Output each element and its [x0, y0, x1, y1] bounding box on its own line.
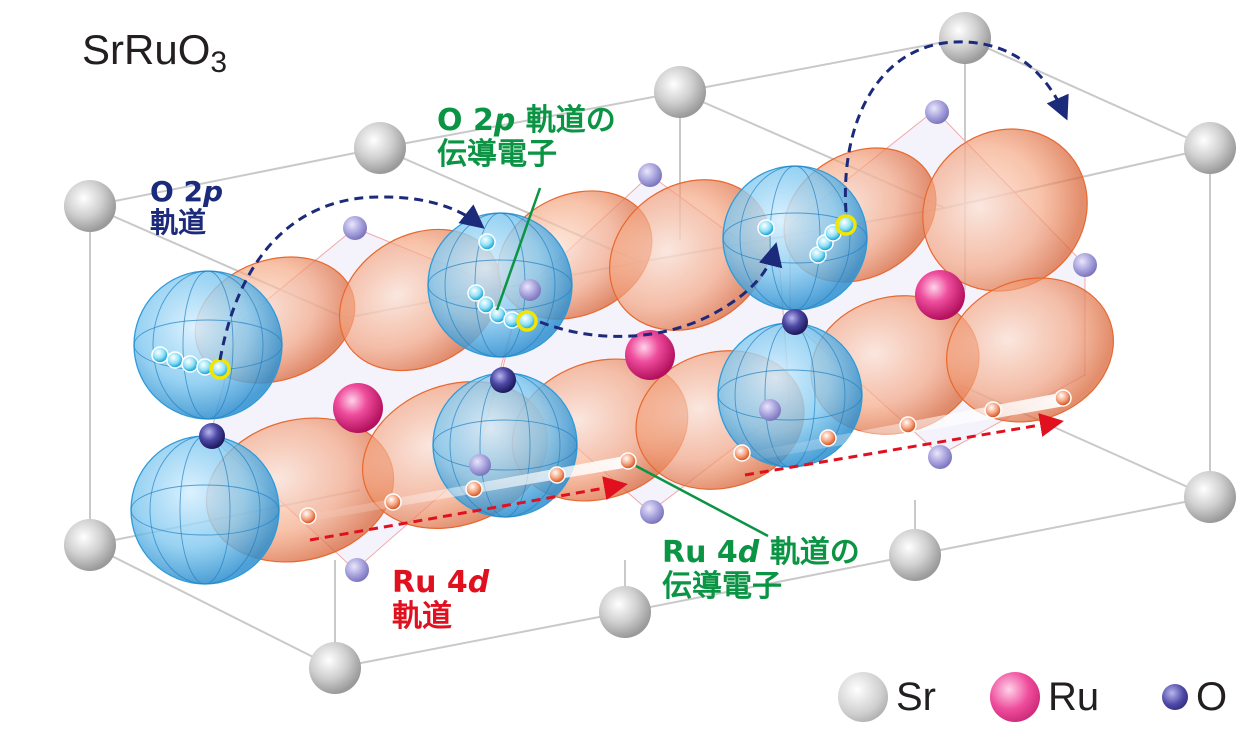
ru4d-orbital-label: Ru 4d 軌道: [392, 566, 489, 633]
sr-atoms: [64, 12, 1236, 694]
o2p-electron-label: O 2p 軌道の 伝導電子: [437, 104, 616, 171]
o-atom-icon: [519, 279, 541, 301]
electron-icon: [835, 214, 857, 236]
sr-atom-icon: [1184, 471, 1236, 523]
legend-o-label: O: [1196, 674, 1228, 719]
o2p-orbital-label-p: p: [203, 175, 224, 208]
electron-icon: [181, 355, 199, 373]
formula-title: SrRuO3: [82, 26, 227, 80]
sr-atom-icon: [64, 180, 116, 232]
sr-atom-icon: [354, 122, 406, 174]
electron-icon: [209, 358, 231, 380]
ru4d-orbital-label-d: d: [467, 565, 490, 600]
o-atom-icon: [782, 309, 808, 335]
electron-icon: [516, 310, 538, 332]
o-2p-electrons: [151, 219, 842, 376]
electron-icon: [467, 284, 485, 302]
legend-sr-label: Sr: [896, 674, 936, 719]
electron-icon: [166, 351, 184, 369]
sr-atom-icon: [1184, 122, 1236, 174]
electron-icon: [984, 401, 1002, 419]
ru-4d-electrons: [299, 389, 1072, 525]
o2p-electron-label-b: 軌道の: [515, 103, 616, 138]
o2p-orbital-label-text: O 2: [150, 175, 204, 208]
legend-ru: Ru: [990, 672, 1099, 722]
ru-atom-icon: [990, 672, 1040, 722]
o-atoms: [199, 309, 808, 449]
ru4d-electron-label-b: 軌道の: [759, 535, 860, 570]
sr-atom-icon: [654, 66, 706, 118]
o2p-orbital-label-line2: 軌道: [150, 206, 207, 240]
formula-subscript: 3: [210, 46, 228, 79]
o-atom-icon: [1073, 253, 1097, 277]
sr-atom-icon: [309, 642, 361, 694]
o-atom-icon: [490, 367, 516, 393]
o2p-electron-label-p: p: [493, 103, 516, 138]
ru4d-electron-label-line2: 伝導電子: [662, 568, 782, 604]
electron-icon: [757, 219, 775, 237]
label-leader-lines: [495, 187, 769, 538]
electron-icon: [465, 480, 483, 498]
formula-main: SrRuO: [82, 26, 211, 73]
electron-icon: [819, 429, 837, 447]
ru-atom-icon: [625, 330, 675, 380]
electron-icon: [384, 493, 402, 511]
ru-atoms: [333, 270, 965, 433]
o-atom-icon: [345, 558, 369, 582]
o-atom-icon: [638, 163, 662, 187]
electron-icon: [299, 507, 317, 525]
sr-atom-icon: [599, 586, 651, 638]
o2p-electron-label-line2: 伝導電子: [437, 136, 557, 172]
ru-4d-drift-arrows: [309, 413, 1064, 542]
electron-icon: [548, 466, 566, 484]
ru4d-orbital-label-text: Ru 4: [392, 565, 468, 600]
ru4d-electron-label: Ru 4d 軌道の 伝導電子: [662, 536, 860, 603]
legend-sr: Sr: [838, 672, 936, 722]
electron-icon: [478, 233, 496, 251]
o-atom-icon: [925, 100, 949, 124]
electron-icon: [1054, 389, 1072, 407]
ru4d-electron-label-d: d: [737, 535, 760, 570]
o-2p-hopping-paths: [218, 40, 1069, 361]
o2p-electron-label-a: O 2: [437, 103, 494, 138]
electron-icon: [619, 452, 637, 470]
o-atom-icon: [928, 445, 952, 469]
ru-atom-icon: [333, 383, 383, 433]
electron-icon: [151, 346, 169, 364]
ru4d-orbital-label-line2: 軌道: [392, 598, 452, 634]
electron-icon: [477, 296, 495, 314]
sr-atom-icon: [889, 529, 941, 581]
legend-o: O: [1162, 672, 1227, 722]
o-atom-icon: [640, 500, 664, 524]
sr-atom-icon: [64, 519, 116, 571]
o-atoms-faint: [343, 100, 1097, 582]
o2p-orbital-label: O 2p 軌道: [150, 176, 223, 239]
electron-icon: [899, 416, 917, 434]
ru4d-electron-label-a: Ru 4: [662, 535, 738, 570]
o-atom-icon: [343, 216, 367, 240]
o-atom-icon: [759, 399, 781, 421]
ru-atom-icon: [915, 270, 965, 320]
o-atom-icon: [199, 423, 225, 449]
sr-atom-icon: [939, 12, 991, 64]
o-atom-icon: [1162, 684, 1188, 710]
sr-atom-icon: [838, 672, 888, 722]
electron-icon: [733, 444, 751, 462]
o-atom-icon: [469, 454, 491, 476]
legend-ru-label: Ru: [1048, 674, 1100, 719]
